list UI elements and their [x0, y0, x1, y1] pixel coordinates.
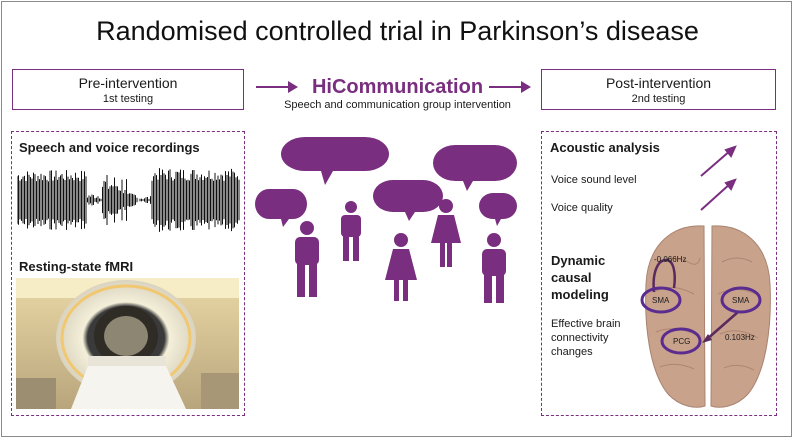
dcm-title-line1: Dynamic — [551, 253, 606, 268]
figure-title: Randomised controlled trial in Parkinson… — [96, 16, 699, 46]
increase-arrows — [700, 145, 737, 211]
dcm-desc-line1: Effective brain — [551, 318, 621, 330]
person-icon — [385, 233, 417, 301]
sma-right-node — [720, 286, 762, 314]
mri-scanner-image — [16, 278, 239, 409]
post-testing-label: 2nd testing — [631, 93, 686, 105]
person-icon — [482, 233, 506, 303]
dcm-title-line2: causal — [551, 270, 592, 285]
intervention-name: HiCommunication — [311, 76, 484, 98]
dcm-title-line3: modeling — [551, 287, 609, 302]
speech-bubble-icon — [281, 137, 389, 185]
pre-testing-label: 1st testing — [102, 93, 154, 105]
pcg-connection-value: 0.103Hz — [725, 333, 755, 342]
arrow-pre-to-intervention — [256, 81, 298, 93]
right-panel — [541, 131, 777, 416]
pre-intervention-label: Pre-intervention — [78, 75, 178, 91]
acoustic-title: Acoustic analysis — [550, 140, 660, 155]
post-intervention-label: Post-intervention — [605, 75, 712, 91]
increase-arrow-icon — [700, 149, 732, 177]
voice-quality-label: Voice quality — [551, 202, 613, 214]
speech-bubble-icon — [255, 189, 307, 227]
waveform-image — [17, 168, 240, 232]
speech-bubble-icon — [479, 193, 517, 226]
fmri-title: Resting-state fMRI — [19, 259, 134, 274]
self-connection-value: -0.066Hz — [654, 255, 687, 264]
recordings-title: Speech and voice recordings — [19, 140, 200, 155]
person-icon — [295, 221, 319, 297]
group-communication-illustration — [255, 137, 517, 303]
sma-right-label: SMA — [732, 296, 750, 305]
increase-arrow-icon — [700, 182, 732, 211]
sma-left-label: SMA — [652, 296, 670, 305]
person-icon — [431, 199, 461, 267]
speech-bubble-icon — [433, 145, 517, 191]
dcm-desc-line2: connectivity — [551, 332, 609, 344]
pre-intervention-box: Pre-intervention 1st testing — [12, 69, 244, 110]
speech-bubble-icon — [373, 180, 443, 221]
brain-image — [640, 225, 771, 408]
left-panel — [11, 131, 245, 416]
sma-left-node — [640, 286, 682, 314]
pcg-label: PCG — [673, 337, 691, 346]
dcm-desc-line3: changes — [551, 346, 593, 358]
arrow-intervention-to-post — [489, 81, 531, 93]
post-intervention-box: Post-intervention 2nd testing — [541, 69, 776, 110]
intervention-subtitle: Speech and communication group intervent… — [284, 99, 511, 111]
pcg-node — [660, 327, 702, 355]
voice-sound-level-label: Voice sound level — [551, 174, 637, 186]
person-icon — [341, 201, 361, 261]
